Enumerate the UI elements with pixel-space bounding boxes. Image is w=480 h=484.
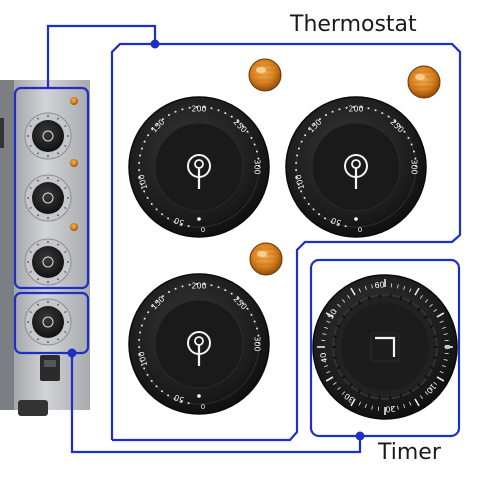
oven-timer-knob[interactable]	[25, 299, 71, 345]
timer-scale-label: 60	[374, 280, 385, 290]
thermostat-connector	[48, 26, 155, 88]
indicator-lamp	[249, 59, 281, 91]
oven-thermostat-knob[interactable]	[25, 113, 71, 159]
oven-foot	[18, 400, 48, 416]
timer-junction-dot-panel	[356, 432, 365, 441]
pointer-dot	[354, 217, 358, 221]
oven-thermostat-knob[interactable]	[25, 175, 71, 221]
timer-heading: Timer	[378, 440, 441, 465]
control-knobs: 5010015020025030005010015020025030005010…	[129, 97, 457, 419]
thermostat-heading: Thermostat	[290, 12, 417, 37]
thermostat-scale-label: 300	[253, 336, 262, 351]
oven-door-hinge	[0, 118, 4, 148]
thermostat-scale-label: 300	[253, 159, 262, 174]
thermostat-off-mark: 0	[201, 403, 205, 411]
oven-indicator-lamp	[70, 97, 78, 105]
oven-indicator-lamp	[70, 159, 78, 167]
timer-scale-label: 40	[319, 352, 330, 364]
oven-thermostat-knob[interactable]	[25, 239, 71, 285]
timer-scale-label: 0	[443, 344, 452, 349]
thermostat-scale-label: 200	[191, 282, 206, 291]
thermostat-off-mark: 0	[358, 226, 362, 234]
pointer-dot	[197, 394, 201, 398]
indicator-lamp	[408, 66, 440, 98]
thermostat-junction-dot	[151, 40, 160, 49]
thermostat-scale-label: 300	[410, 159, 419, 174]
thermostat-scale-label: 200	[191, 105, 206, 114]
timer-junction-dot-oven	[68, 349, 77, 358]
thermostat-scale-label: 200	[348, 105, 363, 114]
thermostat-off-mark: 0	[201, 226, 205, 234]
oven-indicator-lamp	[70, 223, 78, 231]
pointer-dot	[197, 217, 201, 221]
power-switch[interactable]	[40, 355, 60, 381]
timer-scale-label: 20	[385, 404, 396, 414]
indicator-lamp	[250, 243, 282, 275]
power-switch-rocker	[44, 360, 56, 367]
